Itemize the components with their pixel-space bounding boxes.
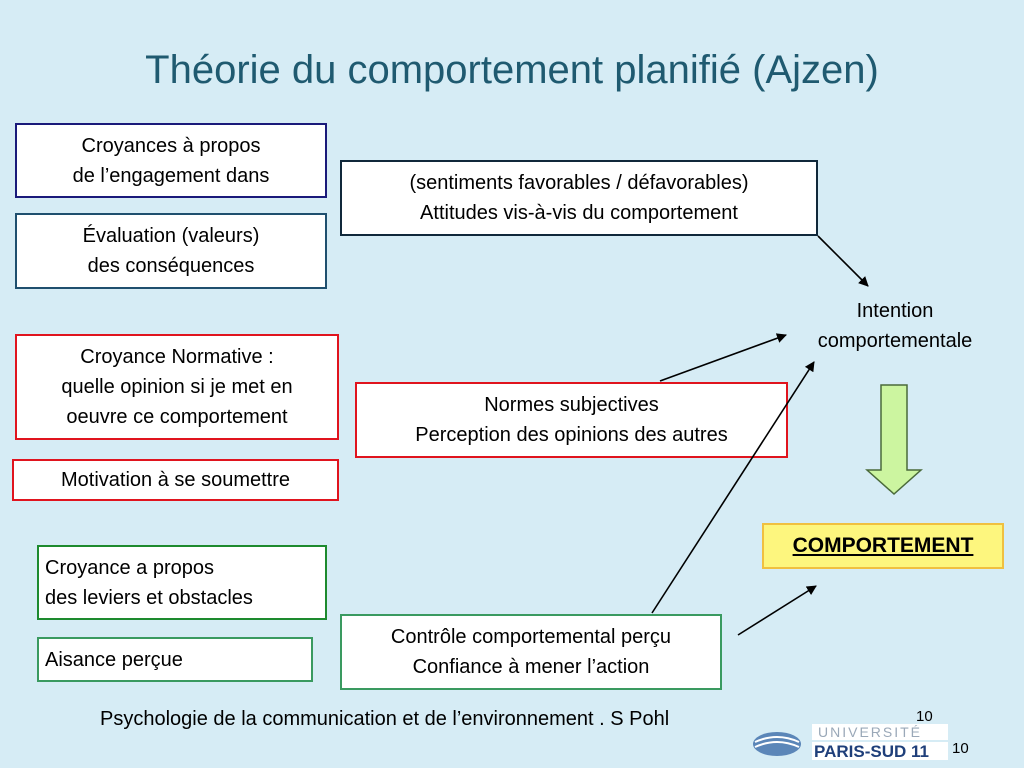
- down-arrow-intention-to-behavior: [865, 384, 923, 496]
- motivation-label: Motivation à se soumettre: [61, 469, 290, 491]
- ease-label: Aisance perçue: [45, 648, 183, 671]
- evaluation-line-2: des conséquences: [87, 255, 255, 277]
- ease-box: Aisance perçue: [37, 637, 313, 682]
- behavior-box: COMPORTEMENT: [762, 523, 1004, 569]
- subjective-norms-line-2: Perception des opinions des autres: [415, 424, 728, 446]
- page-number-bottom: 10: [952, 740, 969, 757]
- evaluation-box: Évaluation (valeurs) des conséquences: [15, 213, 327, 289]
- subjective-norms-box: Normes subjectives Perception des opinio…: [355, 382, 788, 458]
- page-number-top: 10: [916, 708, 933, 725]
- behavioral-beliefs-box: Croyances à propos de l’engagement dans: [15, 123, 327, 198]
- normative-beliefs-line-2: quelle opinion si je met en: [61, 376, 293, 398]
- control-beliefs-box: Croyance a propos des leviers et obstacl…: [37, 545, 327, 620]
- intention-line-1: Intention: [856, 300, 934, 322]
- control-beliefs-line-1: Croyance a propos: [45, 556, 214, 579]
- arrow-norms-to-intention: [659, 333, 787, 382]
- normative-beliefs-line-3: oeuvre ce comportement: [66, 406, 288, 428]
- intention-label: Intention comportementale: [790, 296, 1000, 356]
- university-logo: UNIVERSITÉ PARIS-SUD 11: [753, 724, 948, 761]
- intention-line-2: comportementale: [817, 330, 973, 352]
- normative-beliefs-box: Croyance Normative : quelle opinion si j…: [15, 334, 339, 440]
- normative-beliefs-line-1: Croyance Normative :: [80, 346, 274, 368]
- footer-text: Psychologie de la communication et de l’…: [100, 708, 670, 730]
- arrow-control-to-intention: [651, 361, 815, 614]
- svg-text:PARIS-SUD 11: PARIS-SUD 11: [814, 742, 929, 761]
- arrow-control-to-behavior: [737, 585, 817, 636]
- behavioral-beliefs-line-2: de l’engagement dans: [72, 164, 270, 187]
- perceived-control-line-1: Contrôle comportemental perçu: [390, 626, 672, 648]
- slide-title: Théorie du comportement planifié (Ajzen): [145, 48, 879, 92]
- behavior-label: COMPORTEMENT: [792, 534, 974, 557]
- perceived-control-box: Contrôle comportemental perçu Confiance …: [340, 614, 722, 690]
- attitude-line-1: (sentiments favorables / défavorables): [409, 172, 749, 194]
- control-beliefs-line-2: des leviers et obstacles: [45, 586, 253, 609]
- behavioral-beliefs-line-1: Croyances à propos: [81, 134, 261, 157]
- perceived-control-line-2: Confiance à mener l’action: [412, 656, 650, 678]
- evaluation-line-1: Évaluation (valeurs): [82, 225, 260, 247]
- attitude-line-2: Attitudes vis-à-vis du comportement: [420, 202, 738, 224]
- motivation-box: Motivation à se soumettre: [12, 459, 339, 501]
- attitude-box: (sentiments favorables / défavorables) A…: [340, 160, 818, 236]
- svg-text:UNIVERSITÉ: UNIVERSITÉ: [818, 724, 922, 740]
- arrow-attitude-to-intention: [817, 235, 869, 287]
- subjective-norms-line-1: Normes subjectives: [484, 394, 659, 416]
